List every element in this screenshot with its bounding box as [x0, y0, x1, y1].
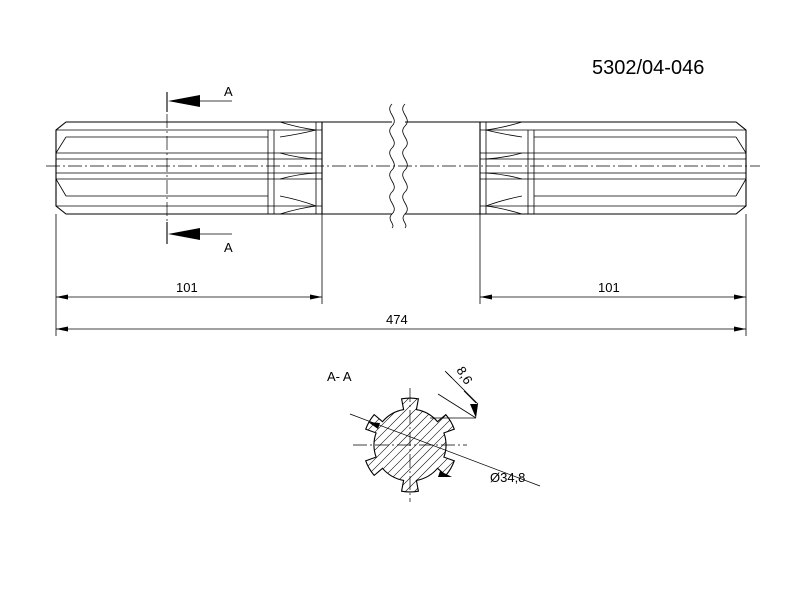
shaft-body — [322, 103, 480, 229]
section-mark-top: A — [224, 84, 233, 99]
section-cut-line: A A — [166, 84, 233, 255]
section-view: A- A 8,6 Ø34,8 — [230, 364, 584, 505]
section-arrow-bottom — [168, 228, 200, 240]
dim-text-total: 474 — [386, 312, 408, 327]
hatch-line — [455, 385, 575, 505]
dimensions: 101 101 474 — [55, 214, 747, 336]
hatch-line — [464, 385, 584, 505]
shaft-side-view: A A — [46, 84, 760, 255]
dim-total-length: 474 — [56, 312, 746, 332]
dim-text-left: 101 — [176, 280, 198, 295]
hatch-line — [239, 385, 359, 505]
right-spline-end — [479, 121, 747, 215]
dim-diameter: Ø34,8 — [349, 413, 541, 487]
section-arrow-top — [168, 95, 200, 107]
dim-spline-width: 8,6 — [430, 364, 479, 419]
hatch-line — [365, 398, 387, 492]
dim-text-right: 101 — [598, 280, 620, 295]
dim-text-width: 8,6 — [453, 364, 475, 387]
dim-spline-length-right: 101 — [480, 280, 746, 300]
section-title: A- A — [327, 369, 352, 384]
dim-spline-length-left: 101 — [56, 280, 322, 300]
hatch-line — [365, 398, 369, 492]
part-number: 5302/04-046 — [592, 57, 704, 79]
left-spline-end — [55, 121, 323, 215]
dim-text-diameter: Ø34,8 — [490, 470, 525, 485]
break-line — [389, 103, 395, 229]
hatch-line — [230, 385, 350, 505]
section-mark-bottom: A — [224, 240, 233, 255]
